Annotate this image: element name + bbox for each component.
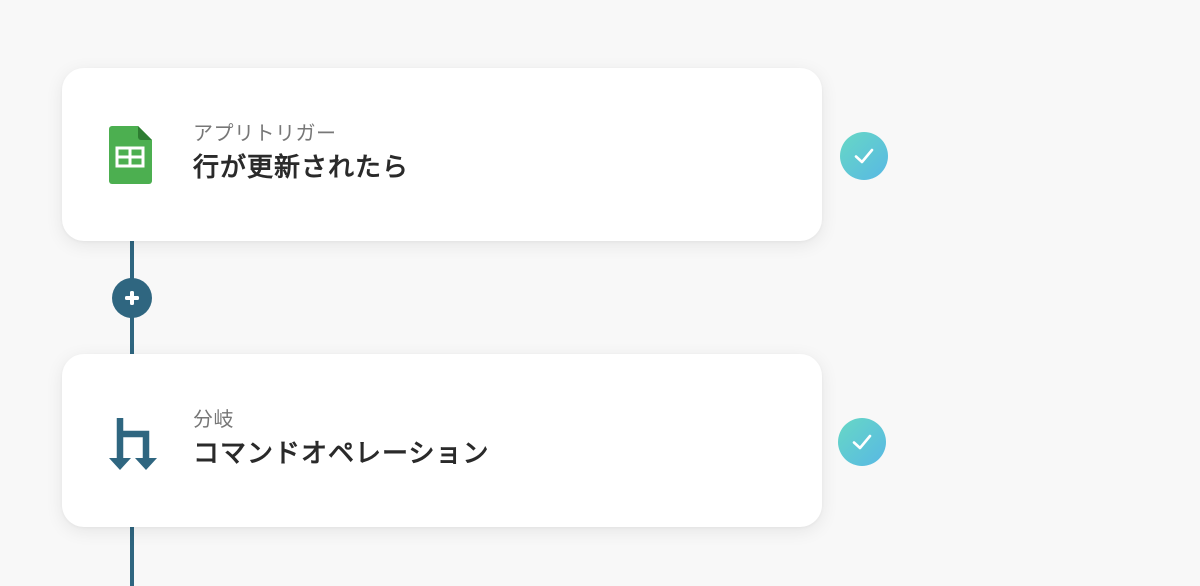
step-complete-check-icon [838, 418, 886, 466]
step-title: コマンドオペレーション [193, 439, 490, 469]
flow-step-branch-card[interactable]: 分岐 コマンドオペレーション [62, 354, 822, 527]
step-type-label: アプリトリガー [193, 121, 337, 145]
step-complete-check-icon [840, 132, 888, 180]
step-title: 行が更新されたら [193, 153, 410, 183]
add-step-button[interactable] [112, 278, 152, 318]
flow-connector-line [130, 524, 134, 586]
step-type-label: 分岐 [193, 407, 234, 431]
flow-step-trigger-card[interactable]: アプリトリガー 行が更新されたら [62, 68, 822, 241]
branch-icon [108, 412, 157, 472]
step-text: アプリトリガー 行が更新されたら [193, 118, 409, 185]
plus-icon [125, 291, 139, 305]
google-sheets-icon [108, 126, 156, 186]
step-text: 分岐 コマンドオペレーション [193, 404, 489, 471]
